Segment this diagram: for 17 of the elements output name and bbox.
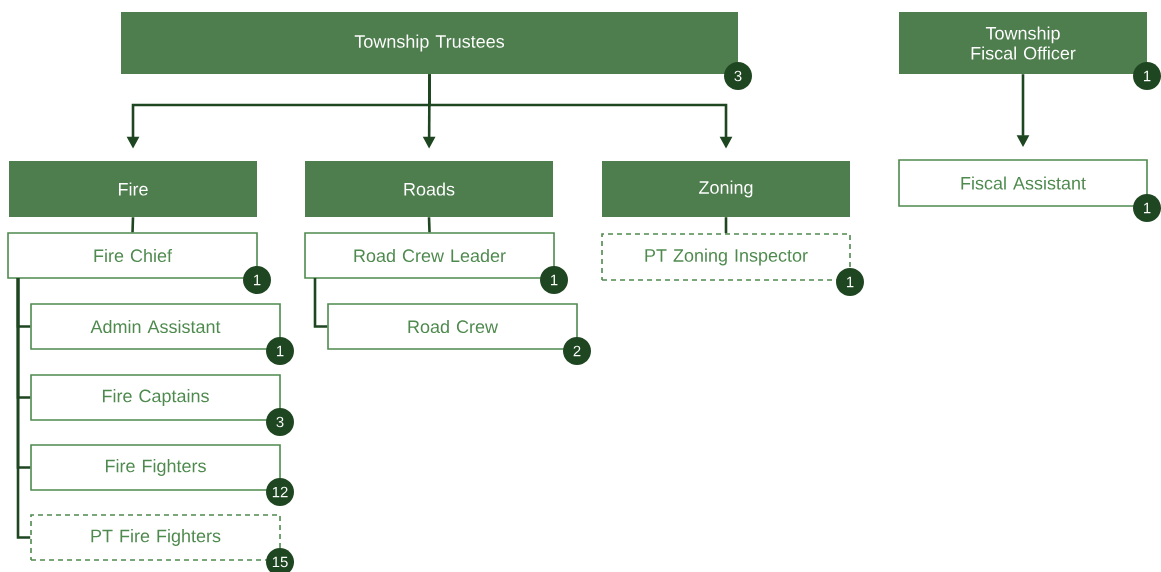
count-badge: 1 [540,266,568,294]
connector [724,217,728,234]
connector [427,217,431,233]
count-badge: 3 [724,62,752,90]
count-badge: 1 [243,266,271,294]
count-badge: 1 [836,268,864,296]
department-box: Fire [9,161,257,217]
connector [16,278,31,539]
count-badge: 3 [266,408,294,436]
department-box: Zoning [602,161,850,217]
count-badge: 2 [563,337,591,365]
count-badge: 1 [266,337,294,365]
count-badge: 1 [1133,194,1161,222]
connector [313,278,328,328]
count-badge: 1 [1133,62,1161,90]
department-box: Roads [305,161,553,217]
connector [131,217,135,233]
